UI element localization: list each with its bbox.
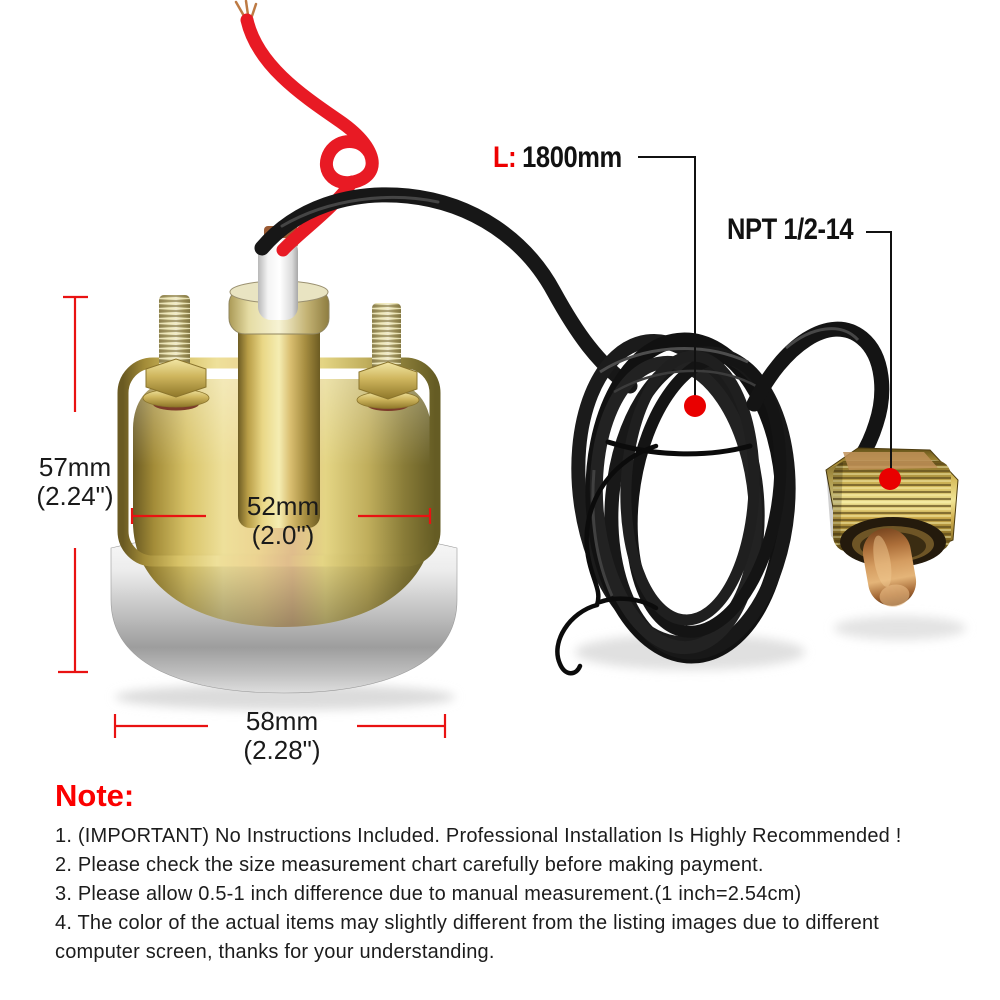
thread-spec-label: NPT 1/2-14 [727,213,854,246]
cable-to-sensor [746,321,890,465]
note-item-2: 2. Please check the size measurement cha… [55,854,764,876]
black-cable [254,187,638,394]
bezel-inch: (2.28") [243,735,321,765]
height-mm: 57mm [38,452,112,482]
red-wire [234,0,379,257]
dimension-58mm [113,714,447,738]
cable-length-prefix: L: [493,141,517,174]
ceramic-insulator [258,238,298,320]
height-inch: (2.24") [36,481,114,511]
gauge-tube [238,316,320,528]
dimension-52mm [130,508,432,524]
hex-nut-left [145,358,207,398]
measure-dot-sensor [879,468,901,490]
note-item-3: 3. Please allow 0.5-1 inch difference du… [55,883,802,905]
cable-length-label: L:1800mm [493,141,622,175]
notes-title: Note: [55,778,135,813]
diameter-mm: 52mm [246,491,320,521]
cable-coil [555,321,890,676]
gauge [110,226,458,694]
dimension-bezel-label: 58mm (2.28") [202,707,362,765]
tie-wire [555,439,753,676]
temp-sensor [825,447,959,607]
stud-right [356,303,420,411]
hex-nut-right [358,361,418,400]
stud-left [142,295,210,411]
cable-length-value: 1800mm [522,141,622,174]
measurement-graphics [58,156,901,738]
note-item-1: 1. (IMPORTANT) No Instructions Included.… [55,825,902,847]
copper-probe [862,528,917,607]
dimension-57mm [58,295,88,674]
diameter-inch: (2.0") [251,520,315,550]
leader-line-npt [866,231,892,470]
note-item-4: 4. The color of the actual items may sli… [55,912,880,963]
dimension-diameter-label: 52mm (2.0") [203,492,363,550]
leader-line-length [638,156,696,398]
notes-section: Note: 1. (IMPORTANT) No Instructions Inc… [55,779,960,967]
bezel-mm: 58mm [245,706,319,736]
measure-dot-cable [684,395,706,417]
dimension-height-label: 57mm (2.24") [10,453,140,511]
